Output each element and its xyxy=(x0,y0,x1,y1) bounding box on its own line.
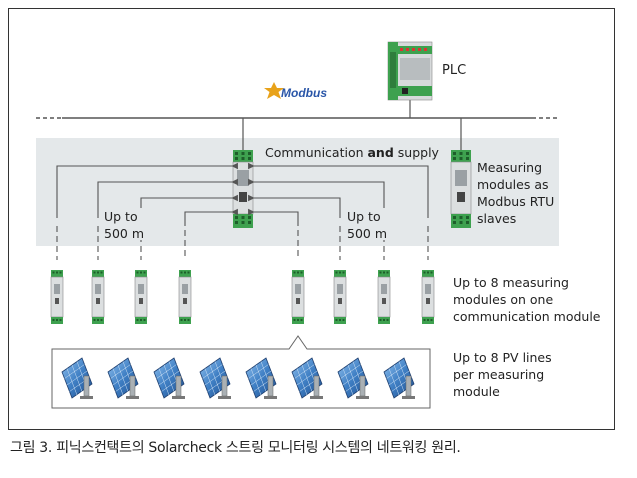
svg-text:per measuring: per measuring xyxy=(453,367,544,382)
measuring-module xyxy=(333,269,347,325)
svg-text:Measuring: Measuring xyxy=(477,160,542,175)
svg-text:Up to: Up to xyxy=(347,209,381,224)
pv-lines-callout xyxy=(51,335,431,409)
measuring-slave-module xyxy=(450,149,472,229)
modbus-logo-text: Modbus xyxy=(281,86,327,100)
plc-label: PLC xyxy=(442,63,466,78)
svg-text:Up to 8 measuring: Up to 8 measuring xyxy=(453,275,569,290)
modbus-bus-line xyxy=(36,100,560,150)
plc-device xyxy=(387,41,433,101)
svg-text:modules on one: modules on one xyxy=(453,292,553,307)
measuring-module xyxy=(421,269,435,325)
measuring-module xyxy=(134,269,148,325)
measuring-modules-row xyxy=(50,269,435,325)
measuring-module xyxy=(377,269,391,325)
right-connections xyxy=(248,162,429,260)
distance-label-right: Up to 500 m xyxy=(345,208,387,241)
svg-text:modules as: modules as xyxy=(477,177,549,192)
measuring-module xyxy=(178,269,192,325)
svg-text:500 m: 500 m xyxy=(347,226,387,241)
svg-text:slaves: slaves xyxy=(477,211,516,226)
svg-text:Up to 8 PV lines: Up to 8 PV lines xyxy=(453,350,552,365)
svg-text:communication module: communication module xyxy=(453,309,601,324)
measuring-module xyxy=(291,269,305,325)
modbus-logo: Modbus xyxy=(264,82,327,100)
svg-text:Up to: Up to xyxy=(104,209,138,224)
svg-text:Modbus RTU: Modbus RTU xyxy=(477,194,554,209)
pv-lines-label: Up to 8 PV lines per measuring module xyxy=(453,350,552,399)
svg-text:500 m: 500 m xyxy=(104,226,144,241)
figure-caption: 그림 3. 피닉스컨택트의 Solarcheck 스트링 모니터링 시스템의 네… xyxy=(10,440,461,456)
communication-label: Communication and supply xyxy=(265,145,440,160)
measuring-module xyxy=(91,269,105,325)
measuring-slaves-label: Measuring modules as Modbus RTU slaves xyxy=(477,160,554,226)
distance-label-left: Up to 500 m xyxy=(102,208,144,241)
measuring-module xyxy=(50,269,64,325)
modules-count-label: Up to 8 measuring modules on one communi… xyxy=(453,275,601,324)
communication-module xyxy=(232,149,254,229)
svg-text:module: module xyxy=(453,384,500,399)
